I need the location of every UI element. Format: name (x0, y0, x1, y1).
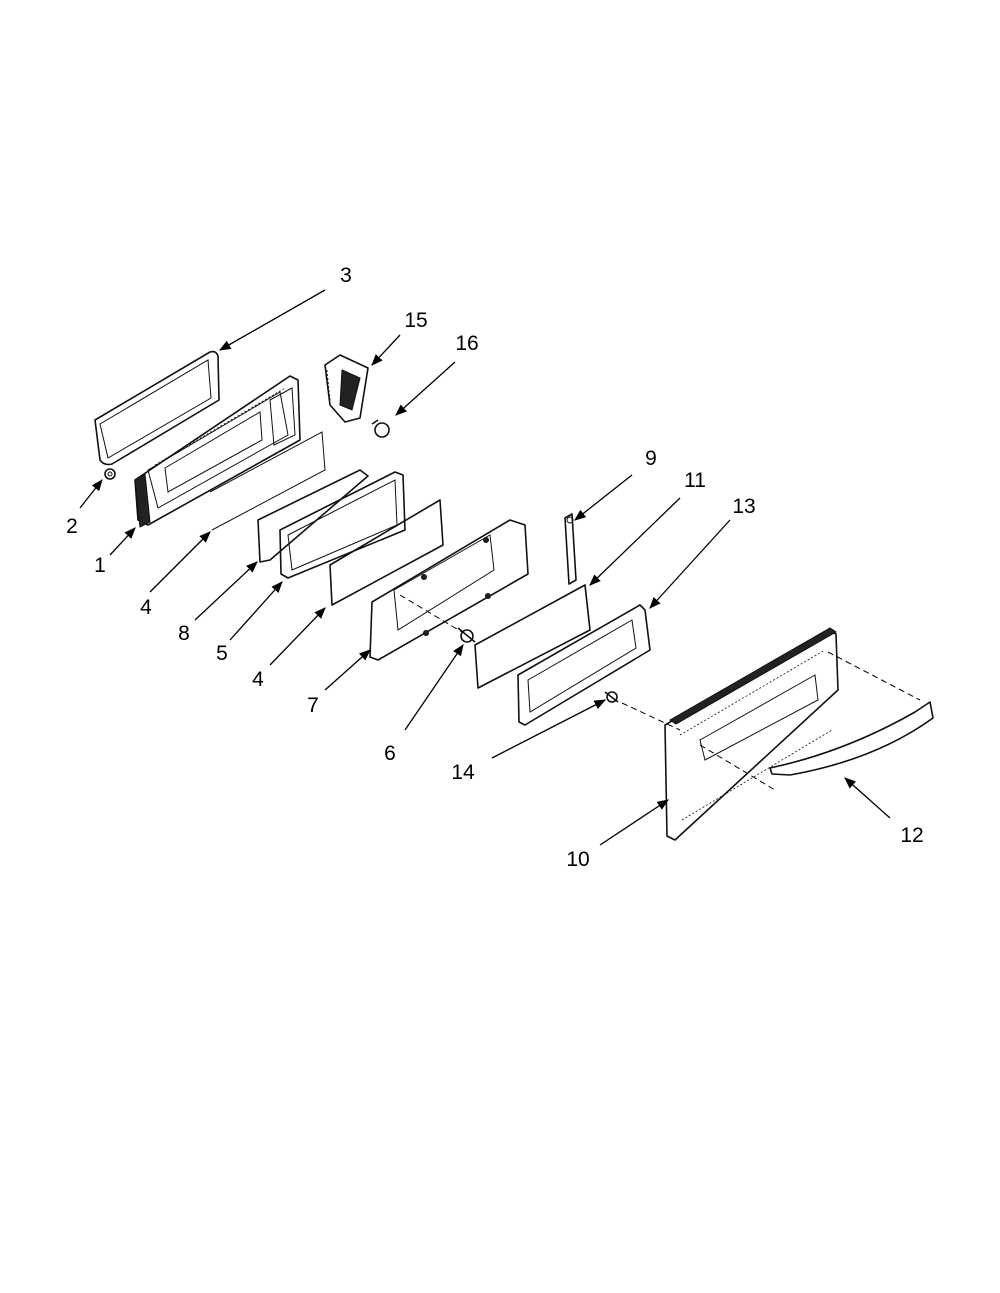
leader-lines (79, 289, 891, 846)
callout-11: 11 (684, 469, 706, 492)
callout-4-lower: 4 (252, 668, 264, 691)
part-7-door-liner (369, 519, 529, 661)
callout-9: 9 (645, 447, 657, 470)
callout-14: 14 (451, 761, 475, 784)
part-10-outer-door (664, 627, 839, 841)
callout-12: 12 (900, 824, 923, 847)
assembly-line-14 (621, 702, 681, 731)
part-6-screw (457, 627, 476, 643)
part-4-glass-lower (329, 499, 444, 606)
assembly-line-10b (699, 744, 776, 791)
callout-labels: 3 15 16 2 1 4 8 5 4 7 6 9 11 13 14 10 12 (66, 264, 924, 871)
callout-16: 16 (455, 332, 478, 355)
part-1-door-frame (134, 375, 301, 528)
part-8-insulation (257, 469, 369, 563)
part-14-screw (604, 691, 619, 703)
callout-4-upper: 4 (140, 596, 152, 619)
part-3-gasket (94, 350, 220, 466)
part-16-screw (371, 419, 390, 438)
part-15-hinge-bracket (324, 354, 369, 423)
callout-3: 3 (340, 264, 352, 287)
callout-10: 10 (566, 848, 589, 871)
assembly-line-10 (827, 651, 921, 701)
callout-15: 15 (404, 309, 427, 332)
part-13-window-trim (517, 604, 651, 726)
part-11-outer-glass (474, 584, 591, 689)
callout-5: 5 (216, 642, 228, 665)
callout-7: 7 (307, 694, 319, 717)
part-12-handle (769, 701, 934, 776)
callout-6: 6 (384, 742, 396, 765)
callout-8: 8 (178, 622, 190, 645)
part-5-window-pack (279, 471, 406, 579)
callout-1: 1 (94, 554, 106, 577)
part-4-glass-upper (209, 431, 326, 531)
assembly-line-6 (399, 594, 463, 633)
part-2-clip (104, 468, 116, 480)
callout-13: 13 (732, 495, 755, 518)
part-9-latch (564, 513, 577, 585)
callout-2: 2 (66, 515, 78, 538)
